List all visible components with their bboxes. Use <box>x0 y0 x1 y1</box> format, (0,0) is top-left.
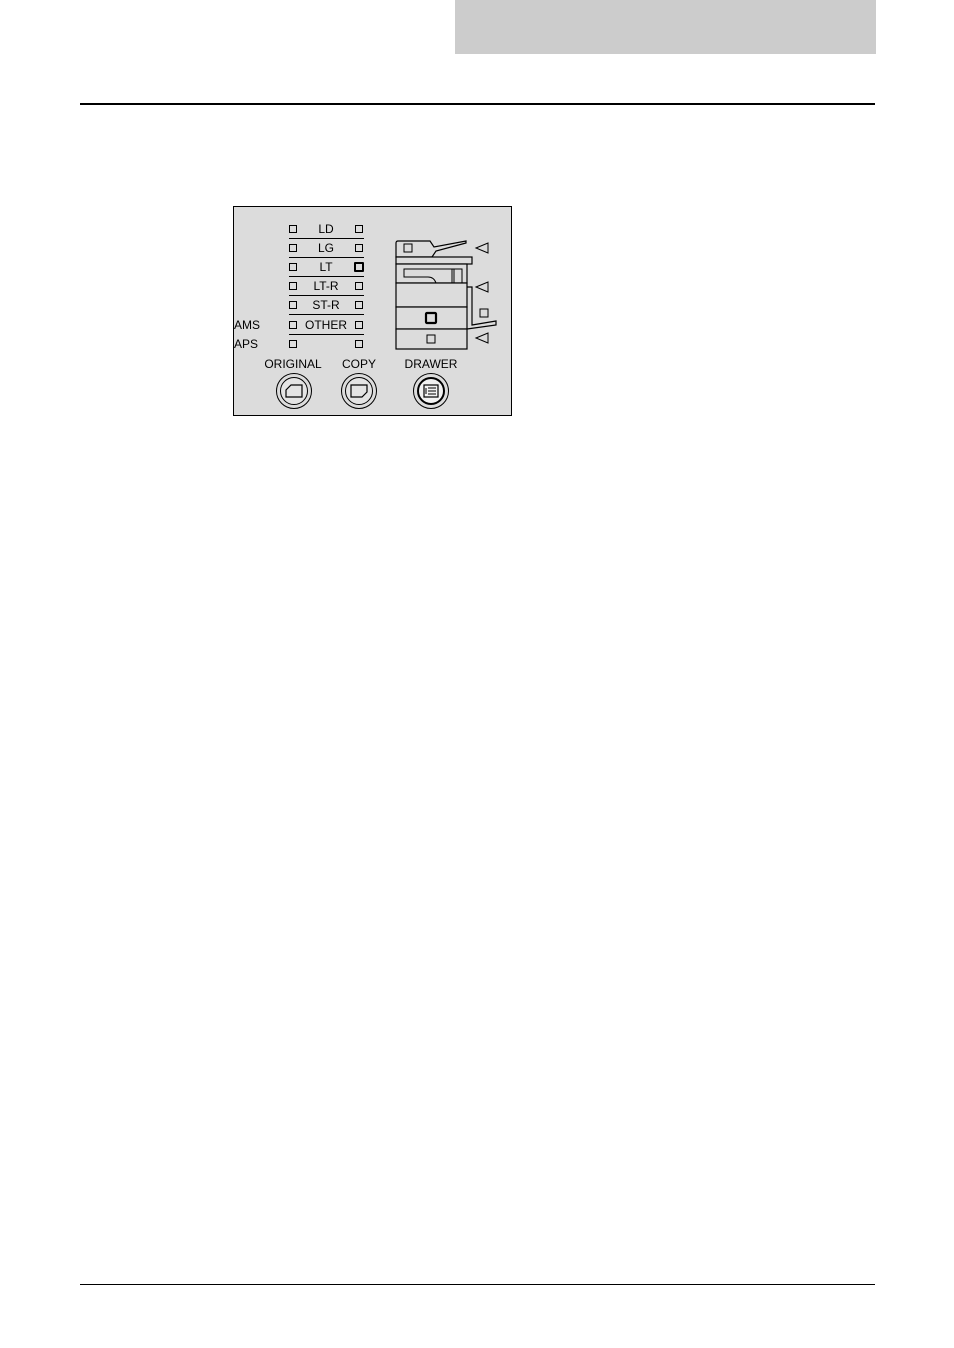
separator-line <box>289 276 364 277</box>
copy-lamp-lt-r <box>355 282 363 290</box>
copy-lamp-ld <box>355 225 363 233</box>
separator-line <box>289 314 364 315</box>
copy-size-icon <box>346 378 372 404</box>
drawer-2-lamp <box>427 335 435 343</box>
paper-size-label: LT-R <box>296 279 356 293</box>
feeder-lamp <box>404 244 412 252</box>
triangle-left-icon <box>476 282 488 292</box>
paper-size-label: LT <box>296 260 356 274</box>
drawer-1-lamp <box>426 313 436 323</box>
paper-size-label: LG <box>296 241 356 255</box>
control-panel-illustration: LD LG LT LT-R ST-R AMS OTHER APS <box>233 206 512 416</box>
copy-button-caption: COPY <box>319 357 399 371</box>
separator-line <box>289 295 364 296</box>
bypass-lamp <box>480 309 488 317</box>
top-rule <box>80 103 875 105</box>
separator-line <box>289 257 364 258</box>
paper-size-label: OTHER <box>296 318 356 332</box>
triangle-left-icon <box>476 243 488 253</box>
copier-diagram <box>392 233 502 351</box>
original-size-icon <box>281 378 307 404</box>
ams-label: AMS <box>234 318 260 332</box>
copy-lamp-aps <box>355 340 363 348</box>
separator-line <box>289 238 364 239</box>
triangle-left-icon <box>476 333 488 343</box>
drawer-select-icon <box>419 379 443 403</box>
header-band <box>455 0 876 54</box>
copy-lamp-other <box>355 321 363 329</box>
aps-label: APS <box>234 337 258 351</box>
copy-lamp-st-r <box>355 301 363 309</box>
drawer-button-caption: DRAWER <box>391 357 471 371</box>
paper-size-label: LD <box>296 222 356 236</box>
original-button[interactable] <box>276 373 312 409</box>
copy-button[interactable] <box>341 373 377 409</box>
bottom-rule <box>80 1284 875 1285</box>
separator-line <box>289 334 364 335</box>
copy-lamp-lg <box>355 244 363 252</box>
paper-size-label: ST-R <box>296 298 356 312</box>
drawer-button[interactable] <box>413 373 449 409</box>
copy-lamp-lt <box>354 262 364 272</box>
original-lamp-aps <box>289 340 297 348</box>
